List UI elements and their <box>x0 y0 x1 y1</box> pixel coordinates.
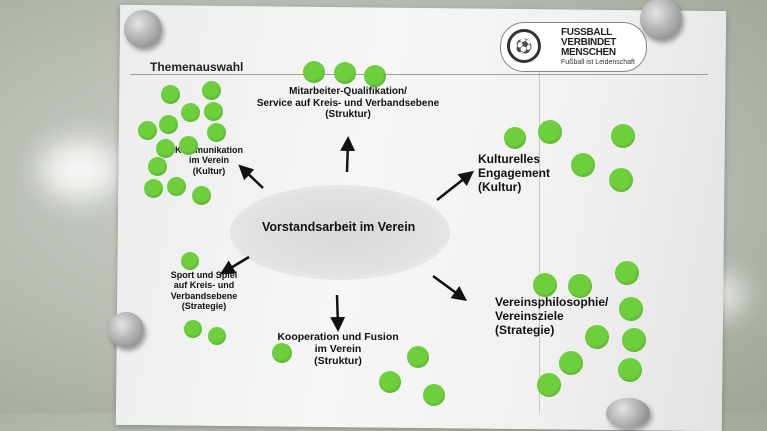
topic-kulturelles: Kulturelles Engagement (Kultur) <box>478 152 551 194</box>
green-sticker-dot <box>303 61 325 83</box>
green-sticker-dot <box>609 168 633 192</box>
pin-top-right <box>640 0 682 40</box>
green-sticker-dot <box>504 127 526 149</box>
green-sticker-dot <box>160 84 180 104</box>
green-sticker-dot <box>364 65 386 87</box>
green-sticker-dot <box>272 343 292 363</box>
arrow-icon-down-left <box>219 255 250 275</box>
green-sticker-dot <box>379 371 401 393</box>
green-sticker-dot <box>184 320 202 338</box>
green-sticker-dot <box>203 101 223 121</box>
green-sticker-dot <box>537 373 561 397</box>
divider-vertical <box>539 72 540 413</box>
center-label: Vorstandsarbeit im Verein <box>262 220 416 234</box>
page-title: Themenauswahl <box>150 60 244 74</box>
green-sticker-dot <box>568 274 592 298</box>
divider-header <box>130 74 708 75</box>
green-sticker-dot <box>585 325 609 349</box>
arrow-icon-up-right <box>436 170 474 201</box>
center-ellipse <box>230 185 450 280</box>
green-sticker-dot <box>155 138 175 158</box>
green-sticker-dot <box>158 114 178 134</box>
logo-text: FUSSBALL VERBINDET MENSCHEN <box>561 28 616 58</box>
pin-top-left <box>124 10 162 48</box>
arrow-icon-down-right <box>432 274 468 301</box>
green-sticker-dot <box>206 122 226 142</box>
green-sticker-dot <box>423 384 445 406</box>
pin-bottom-left <box>108 312 144 348</box>
green-sticker-dot <box>407 346 429 368</box>
green-sticker-dot <box>622 328 646 352</box>
green-sticker-dot <box>137 120 157 140</box>
arrow-icon-up-left <box>238 164 264 189</box>
green-sticker-dot <box>615 261 639 285</box>
topic-mitarbeiter: Mitarbeiter-Qualifikation/ Service auf K… <box>256 86 440 120</box>
green-sticker-dot <box>191 185 211 205</box>
logo: ⚽ FUSSBALL VERBINDET MENSCHEN Fußball is… <box>500 22 647 72</box>
green-sticker-dot <box>201 80 221 100</box>
green-sticker-dot <box>208 327 226 345</box>
green-sticker-dot <box>611 124 635 148</box>
green-sticker-dot <box>559 351 583 375</box>
green-sticker-dot <box>147 156 167 176</box>
green-sticker-dot <box>538 120 562 144</box>
green-sticker-dot <box>533 273 557 297</box>
topic-sport: Sport und Spiel auf Kreis- und Verbandse… <box>170 270 238 312</box>
arrow-icon-down <box>330 294 346 332</box>
logo-line-3: MENSCHEN <box>561 47 616 58</box>
pin-bottom-right <box>606 398 650 428</box>
green-sticker-dot <box>166 176 186 196</box>
topic-kommunikation: Kommunikation im Verein (Kultur) <box>174 145 243 176</box>
green-sticker-dot <box>180 102 200 122</box>
green-sticker-dot <box>181 252 199 270</box>
green-sticker-dot <box>619 297 643 321</box>
football-federation-badge-icon: ⚽ <box>507 29 541 63</box>
topic-kooperation: Kooperation und Fusion im Verein (Strukt… <box>277 331 399 368</box>
arrow-layer <box>219 136 474 332</box>
green-sticker-dot <box>334 62 356 84</box>
green-sticker-dot <box>571 153 595 177</box>
green-sticker-dot <box>618 358 642 382</box>
topic-vereinsphilosophie: Vereinsphilosophie/ Vereinsziele (Strate… <box>495 295 609 337</box>
logo-slogan: Fußball ist Leidenschaft <box>561 59 635 66</box>
arrow-icon-up <box>340 136 356 173</box>
green-sticker-dot <box>143 178 163 198</box>
green-sticker-dot <box>178 135 198 155</box>
light-glare-left <box>40 140 120 200</box>
logo-line-2: VERBINDET <box>561 37 617 48</box>
logo-line-1: FUSSBALL <box>561 27 612 38</box>
